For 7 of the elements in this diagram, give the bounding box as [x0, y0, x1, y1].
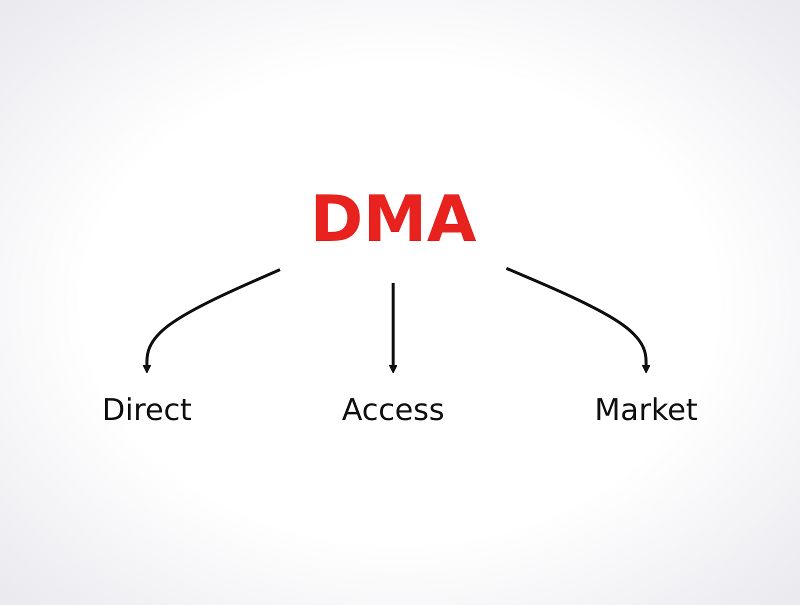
node-text: DMA	[310, 183, 477, 257]
arrow	[142, 268, 281, 374]
arrow	[388, 283, 398, 374]
node-text: Market	[594, 393, 698, 428]
arrow	[506, 266, 651, 374]
node-text: Direct	[102, 393, 192, 428]
node-text: Access	[342, 393, 445, 428]
